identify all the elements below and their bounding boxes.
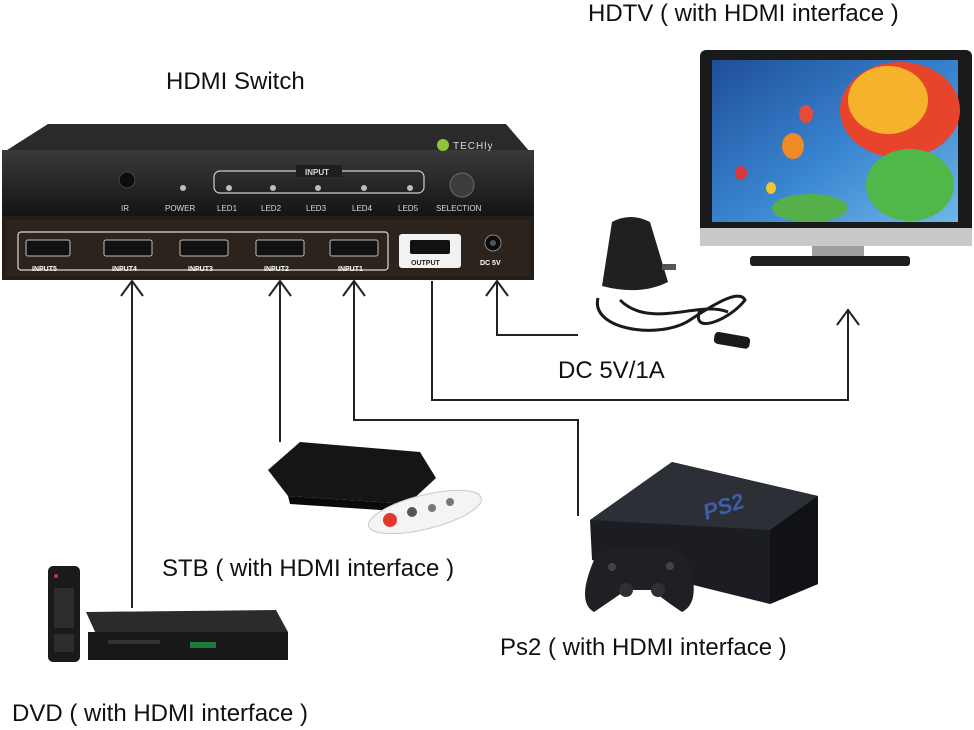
- led2: [270, 185, 276, 191]
- gamepad: [585, 547, 694, 612]
- input1-arrowhead: [342, 279, 366, 297]
- ps2-label: Ps2 ( with HDMI interface ): [500, 634, 787, 661]
- dvd-label: DVD ( with HDMI interface ): [12, 700, 309, 727]
- ps2-to-input1-line: [353, 281, 579, 516]
- hdtv-device: [700, 50, 972, 266]
- stb-device: [268, 442, 482, 535]
- svg-text:LED5: LED5: [398, 204, 419, 213]
- ir-sensor: [118, 171, 136, 189]
- dc-arrowhead: [485, 279, 509, 297]
- stb-remote: [368, 489, 482, 535]
- input4-arrowhead: [120, 279, 144, 297]
- svg-text:LED2: LED2: [261, 204, 282, 213]
- adapter-to-dc-line: [496, 281, 578, 336]
- led1: [226, 185, 232, 191]
- svg-text:TECHly: TECHly: [453, 141, 493, 152]
- hdmi-input-ports: [25, 239, 379, 257]
- svg-text:SELECTION: SELECTION: [436, 204, 482, 213]
- svg-text:INPUT4: INPUT4: [112, 266, 137, 273]
- output-to-hdtv-line: [431, 281, 849, 401]
- input2-arrowhead: [268, 279, 292, 297]
- stb-label: STB ( with HDMI interface ): [162, 555, 455, 582]
- svg-text:INPUT2: INPUT2: [264, 266, 289, 273]
- led4: [361, 185, 367, 191]
- techly-logo: TECHly: [437, 139, 493, 152]
- led3: [315, 185, 321, 191]
- dc-power-label: DC 5V/1A: [558, 357, 665, 384]
- svg-text:IR: IR: [121, 204, 129, 213]
- svg-text:POWER: POWER: [165, 204, 195, 213]
- hdtv-arrowhead: [836, 308, 860, 326]
- dvd-player: [48, 566, 288, 662]
- svg-text:INPUT: INPUT: [305, 168, 329, 177]
- hdtv-label: HDTV ( with HDMI interface ): [588, 0, 899, 27]
- selection-button: [449, 172, 475, 198]
- connection-lines: [120, 279, 860, 608]
- svg-text:OUTPUT: OUTPUT: [411, 260, 441, 267]
- svg-text:INPUT5: INPUT5: [32, 266, 57, 273]
- svg-text:INPUT3: INPUT3: [188, 266, 213, 273]
- dvd-remote: [48, 566, 80, 662]
- ps2-console: PS2: [585, 462, 818, 612]
- power-led: [180, 185, 186, 191]
- power-adapter: [596, 217, 751, 349]
- svg-text:LED1: LED1: [217, 204, 238, 213]
- svg-text:INPUT1: INPUT1: [338, 266, 363, 273]
- svg-text:LED3: LED3: [306, 204, 327, 213]
- hdmi-switch-label: HDMI Switch: [166, 68, 305, 95]
- svg-text:DC 5V: DC 5V: [480, 260, 501, 267]
- svg-text:LED4: LED4: [352, 204, 373, 213]
- led5: [407, 185, 413, 191]
- hdmi-switch-device: TECHly IR POWER INPUT LED1 LED2 LED3 LED…: [2, 124, 534, 280]
